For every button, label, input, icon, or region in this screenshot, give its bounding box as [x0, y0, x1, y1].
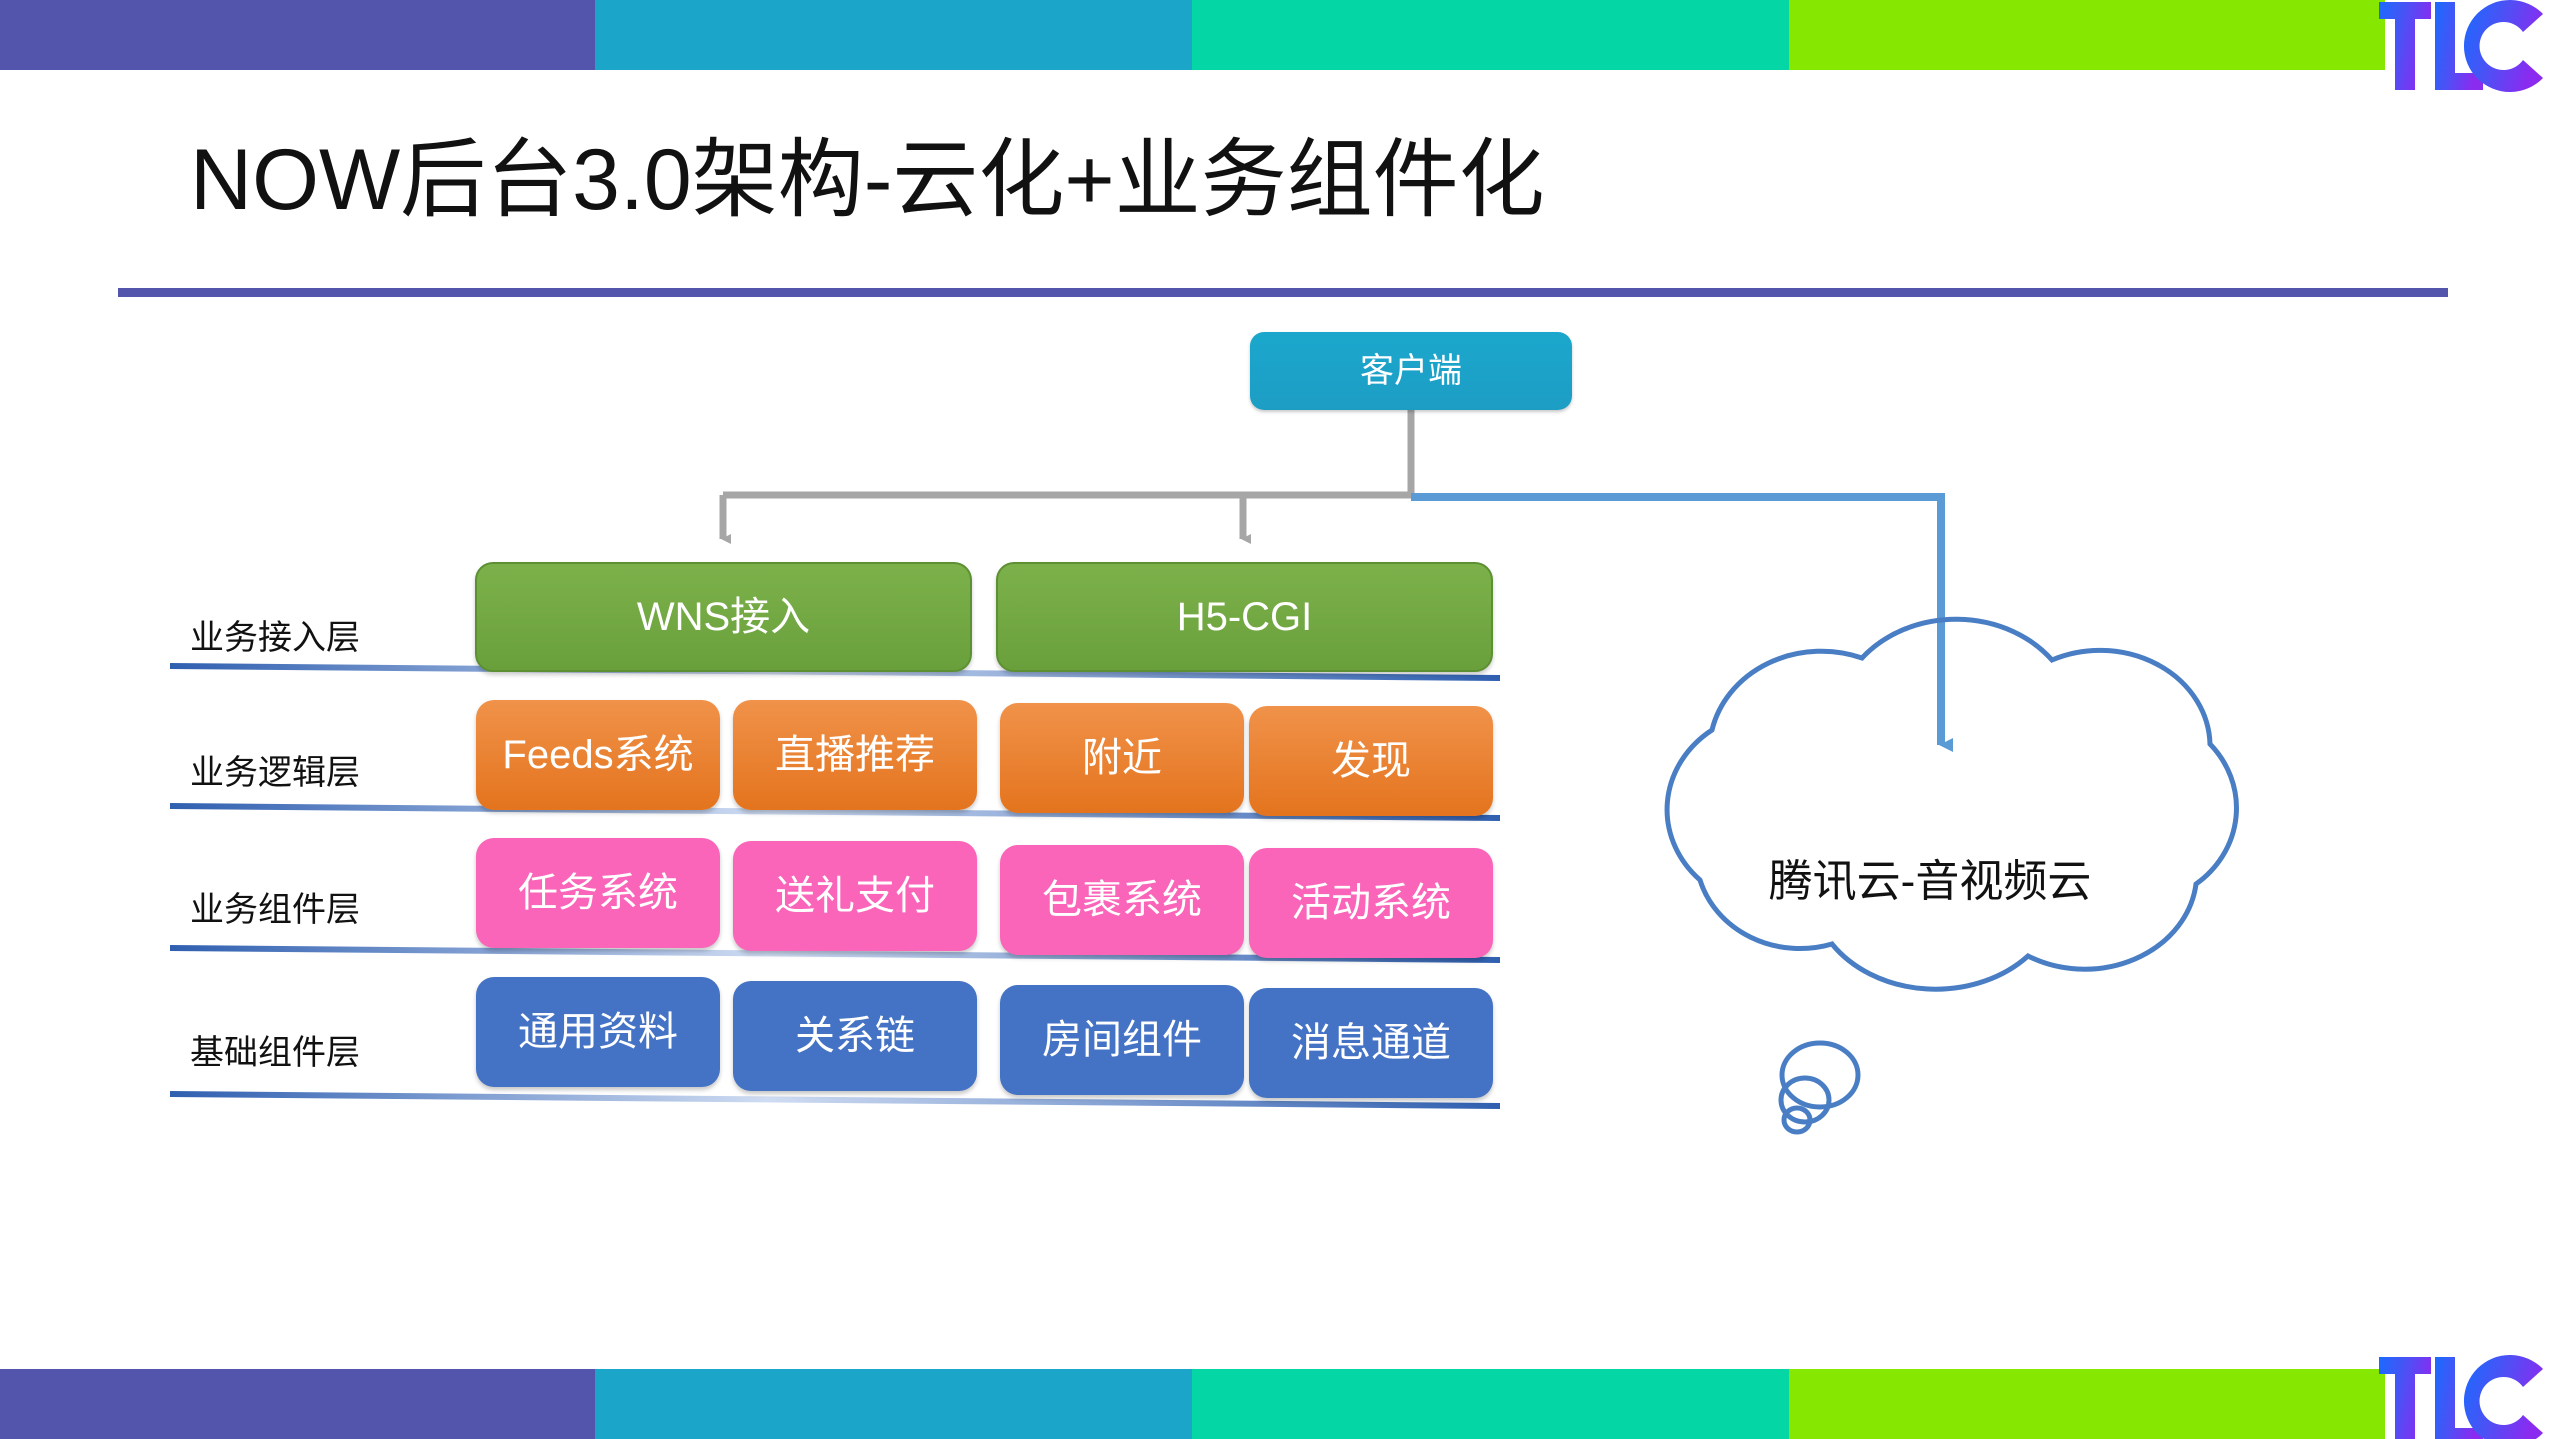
color-segment-lime-bottom [1789, 1369, 2385, 1439]
title-underline [118, 288, 2448, 297]
node-client[interactable]: 客户端 [1250, 332, 1572, 410]
node-h5-cgi[interactable]: H5-CGI [996, 562, 1493, 672]
node-relation-chain[interactable]: 关系链 [733, 981, 977, 1091]
tlc-logo-top [2373, 0, 2551, 92]
node-feeds-system[interactable]: Feeds系统 [476, 700, 720, 810]
node-nearby[interactable]: 附近 [1000, 703, 1244, 813]
color-segment-indigo-bottom [0, 1369, 595, 1439]
node-message-channel-label: 消息通道 [1291, 1021, 1451, 1065]
color-segment-indigo [0, 0, 595, 70]
node-feeds-system-label: Feeds系统 [502, 733, 694, 777]
node-gift-payment[interactable]: 送礼支付 [733, 841, 977, 951]
node-task-system-label: 任务系统 [518, 871, 678, 915]
node-message-channel[interactable]: 消息通道 [1249, 988, 1493, 1098]
node-activity-system-label: 活动系统 [1291, 881, 1451, 925]
color-segment-teal-bottom [595, 1369, 1192, 1439]
node-wns-access[interactable]: WNS接入 [475, 562, 972, 672]
tlc-logo-bottom [2373, 1355, 2551, 1439]
color-segment-emerald-bottom [1192, 1369, 1789, 1439]
node-relation-chain-label: 关系链 [795, 1014, 915, 1058]
node-discover-label: 发现 [1331, 739, 1411, 783]
node-activity-system[interactable]: 活动系统 [1249, 848, 1493, 958]
node-nearby-label: 附近 [1082, 736, 1162, 780]
connector-group-gray [719, 410, 1415, 544]
node-wns-access-label: WNS接入 [636, 595, 811, 639]
row-label-business-component-layer: 业务组件层 [190, 891, 360, 929]
node-package-system-label: 包裹系统 [1042, 878, 1202, 922]
color-segment-teal [595, 0, 1192, 70]
node-task-system[interactable]: 任务系统 [476, 838, 720, 948]
cloud-label: 腾讯云-音视频云 [1768, 857, 2092, 906]
node-live-recommend-label: 直播推荐 [775, 733, 935, 777]
row-label-logic-layer: 业务逻辑层 [190, 754, 360, 792]
node-client-label: 客户端 [1360, 352, 1462, 390]
color-segment-lime [1789, 0, 2385, 70]
top-color-bar [0, 0, 2559, 70]
node-common-profile-label: 通用资料 [518, 1010, 678, 1054]
node-common-profile[interactable]: 通用资料 [476, 977, 720, 1087]
color-segment-emerald [1192, 0, 1789, 70]
node-room-component[interactable]: 房间组件 [1000, 985, 1244, 1095]
row-label-access-layer: 业务接入层 [190, 619, 360, 657]
node-package-system[interactable]: 包裹系统 [1000, 845, 1244, 955]
row-label-base-component-layer: 基础组件层 [190, 1034, 360, 1072]
node-room-component-label: 房间组件 [1042, 1018, 1202, 1062]
bottom-color-bar [0, 1369, 2559, 1439]
node-h5-cgi-label: H5-CGI [1176, 595, 1313, 639]
page-title: NOW后台3.0架构-云化+业务组件化 [190, 132, 1545, 228]
node-discover[interactable]: 发现 [1249, 706, 1493, 816]
node-gift-payment-label: 送礼支付 [775, 874, 935, 918]
node-live-recommend[interactable]: 直播推荐 [733, 700, 977, 810]
